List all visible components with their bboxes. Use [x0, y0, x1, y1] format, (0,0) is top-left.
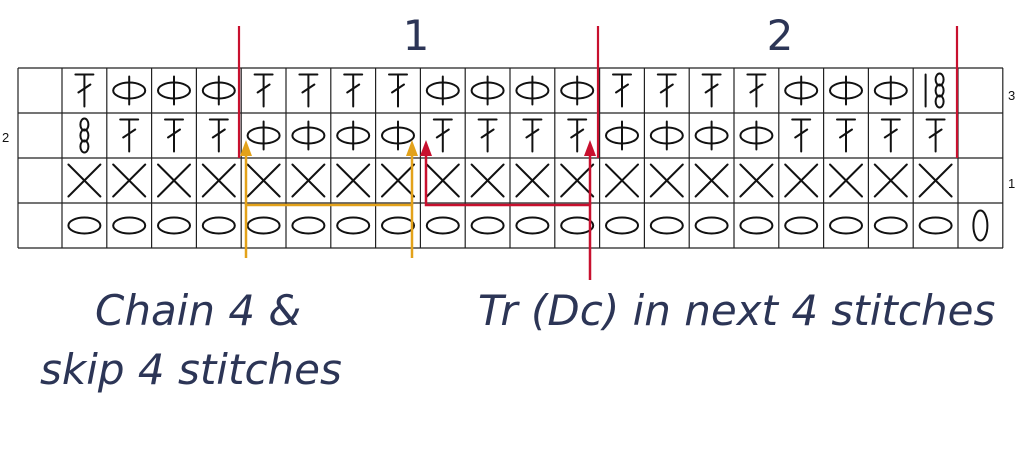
- sc-symbol: [694, 163, 729, 198]
- tr-symbol: [794, 128, 809, 139]
- treble-note: Tr (Dc) in next 4 stitches: [478, 286, 995, 335]
- tr-symbol: [839, 128, 853, 139]
- chain-symbol: [694, 216, 729, 235]
- sc-symbol: [649, 163, 684, 198]
- chain-symbol: [972, 209, 989, 242]
- treble-arrow-right: [584, 140, 596, 156]
- chain-symbol: [515, 216, 550, 235]
- tr-symbol: [211, 128, 226, 139]
- tr-symbol: [346, 83, 361, 94]
- tr-symbol: [928, 128, 943, 139]
- sc-symbol: [739, 163, 774, 198]
- tr-symbol: [256, 83, 271, 94]
- sc-symbol: [829, 163, 863, 198]
- tr-symbol: [435, 128, 450, 139]
- chain-symbol: [918, 216, 953, 235]
- chain-symbol: [873, 216, 908, 235]
- chain-symbol: [425, 216, 460, 235]
- sc-symbol: [157, 163, 191, 198]
- chain-note-line2: skip 4 stitches: [40, 345, 342, 394]
- tr-symbol: [883, 128, 898, 139]
- chain-symbol: [246, 216, 281, 235]
- tr-symbol: [570, 128, 585, 139]
- treble-arrow-left: [420, 140, 432, 156]
- sc-symbol: [918, 163, 953, 198]
- sc-symbol: [425, 163, 460, 198]
- tr-symbol: [704, 83, 719, 94]
- chain-symbol: [739, 216, 774, 235]
- sc-symbol: [560, 163, 595, 198]
- tr-symbol: [525, 128, 540, 139]
- chain-symbol: [470, 216, 505, 235]
- tr-symbol: [391, 83, 405, 94]
- sc-symbol: [873, 163, 908, 198]
- chain-arrow-left: [240, 140, 252, 156]
- chain-symbol: [112, 216, 147, 235]
- turning-chain-symbol: [934, 94, 945, 109]
- sc-symbol: [336, 163, 371, 198]
- sc-symbol: [201, 163, 236, 198]
- chain-note-line1: Chain 4 &: [95, 286, 301, 335]
- row-label-1: 1: [1008, 176, 1015, 191]
- chain-symbol: [784, 216, 819, 235]
- sc-symbol: [605, 163, 639, 198]
- chain-symbol: [291, 216, 326, 235]
- chain-symbol: [201, 216, 236, 235]
- sc-symbol: [470, 163, 505, 198]
- sc-symbol: [784, 163, 819, 198]
- chain-symbol: [157, 216, 191, 235]
- chain-symbol: [67, 216, 102, 235]
- chain-symbol: [829, 216, 863, 235]
- tr-symbol: [480, 128, 495, 139]
- treble-bracket: [424, 156, 592, 280]
- chain-symbol: [605, 216, 639, 235]
- tr-symbol: [77, 83, 92, 94]
- row-label-2: 2: [2, 130, 9, 145]
- turning-chain-symbol: [79, 139, 90, 154]
- tr-symbol: [749, 83, 764, 94]
- tr-symbol: [615, 83, 629, 94]
- sc-symbol: [515, 163, 550, 198]
- stitch-symbols: [67, 72, 989, 242]
- sc-symbol: [381, 163, 415, 198]
- sc-symbol: [112, 163, 147, 198]
- chain-symbol: [336, 216, 371, 235]
- repeat-label-2: 2: [767, 11, 794, 60]
- chain-symbol: [649, 216, 684, 235]
- tr-symbol: [301, 83, 316, 94]
- tr-symbol: [659, 83, 674, 94]
- chain-arrow-right: [406, 140, 418, 156]
- row-label-3: 3: [1008, 88, 1015, 103]
- annotation-overlay: [237, 26, 959, 280]
- sc-symbol: [246, 163, 281, 198]
- tr-symbol: [167, 128, 181, 139]
- tr-symbol: [122, 128, 137, 139]
- sc-symbol: [291, 163, 326, 198]
- sc-symbol: [67, 163, 102, 198]
- chain-symbol: [381, 216, 415, 235]
- repeat-label-1: 1: [403, 11, 430, 60]
- chain-symbol: [560, 216, 595, 235]
- chain-bracket: [244, 203, 414, 258]
- chart-grid: [17, 67, 1004, 249]
